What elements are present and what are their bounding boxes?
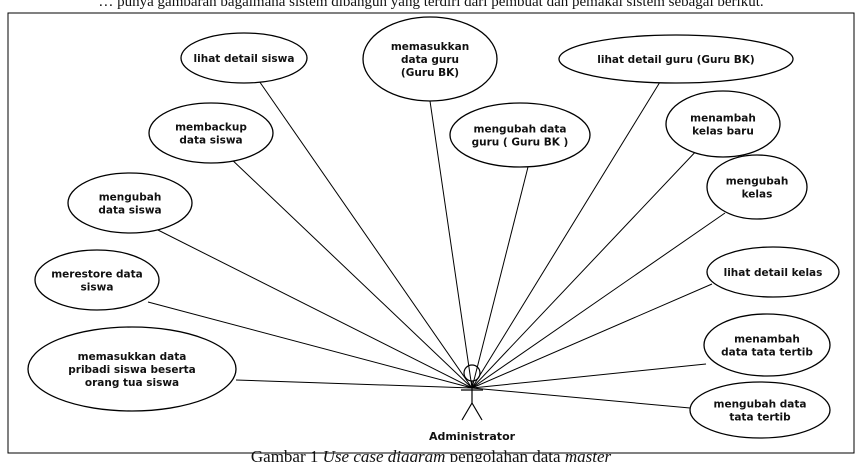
use-case-label-line: orang tua siswa	[85, 377, 179, 389]
use-case-oval	[706, 154, 808, 220]
use-case-label-line: merestore data	[51, 269, 143, 281]
use-case-oval	[34, 249, 160, 311]
use-case-oval	[180, 32, 308, 84]
use-case-label-line: guru ( Guru BK )	[472, 137, 569, 149]
figure-caption: Gambar 1 Use case diagram pengolahan dat…	[251, 447, 612, 462]
use-case-label-line: menambah	[734, 334, 800, 346]
association-mengubah-data-siswa	[147, 224, 473, 389]
caption-prefix: Gambar 1	[251, 447, 323, 462]
diagram-frame	[7, 12, 855, 454]
use-case-label-line: pribadi siswa beserta	[68, 364, 196, 376]
use-case-oval	[703, 313, 831, 377]
use-case-label: lihat detail siswa	[194, 53, 295, 65]
association-menambah-kelas-baru	[471, 146, 701, 389]
use-case-label-line: mengubah	[726, 176, 789, 188]
association-mengubah-data-guru	[471, 166, 529, 389]
use-case-oval	[362, 16, 498, 102]
use-case-oval	[558, 34, 794, 84]
actor-left-leg	[461, 402, 473, 421]
use-case-label-line: data siswa	[179, 135, 242, 147]
use-case-label-line: mengubah data	[714, 399, 807, 411]
header-text: … punya gambaran bagaimana sistem dibang…	[98, 0, 763, 10]
use-case-label-line: data tata tertib	[721, 347, 813, 359]
use-case-label-line: membackup	[175, 122, 247, 134]
use-case-label-line: siswa	[81, 282, 114, 294]
actor-label: Administrator	[429, 430, 516, 443]
use-case-lihat-detail-guru: lihat detail guru (Guru BK)	[558, 34, 794, 84]
use-case-label-line: lihat detail siswa	[194, 53, 295, 65]
caption-middle: pengolahan data	[445, 447, 564, 462]
actor-right-leg	[471, 402, 483, 421]
use-case-label-line: kelas baru	[692, 126, 754, 138]
association-membackup-data-siswa	[227, 155, 473, 389]
actor-head	[463, 364, 481, 382]
association-lihat-detail-siswa	[256, 77, 473, 389]
use-case-label-line: memasukkan data	[78, 351, 187, 363]
use-case-oval	[665, 90, 781, 158]
association-memasukkan-data-guru	[429, 100, 473, 389]
use-case-oval	[449, 102, 591, 168]
use-case-oval	[27, 326, 237, 412]
caption-italic-1: Use case diagram	[323, 447, 446, 462]
use-case-label-line: lihat detail kelas	[724, 267, 823, 279]
association-mengubah-kelas	[471, 212, 726, 389]
association-lihat-detail-guru	[471, 81, 661, 389]
use-case-label: lihat detail kelas	[724, 267, 823, 279]
use-case-label-line: menambah	[690, 113, 756, 125]
association-lihat-detail-kelas	[471, 283, 713, 389]
use-case-oval	[148, 102, 274, 164]
use-case-label-line: lihat detail guru (Guru BK)	[597, 54, 754, 66]
use-case-label-line: mengubah data	[474, 124, 567, 136]
use-case-label-line: memasukkan	[391, 41, 469, 53]
administrator-actor: Administrator	[429, 364, 516, 443]
association-mengubah-data-tata-tertib	[471, 387, 691, 409]
use-case-label-line: kelas	[742, 189, 773, 201]
association-menambah-data-tata-tertib	[471, 363, 707, 389]
association-lines	[147, 77, 726, 409]
use-case-label-line: data siswa	[98, 205, 161, 217]
use-case-label-line: (Guru BK)	[401, 67, 459, 79]
use-case-oval	[689, 381, 831, 439]
use-case-lihat-detail-siswa: lihat detail siswa	[180, 32, 308, 84]
use-case-oval	[67, 172, 193, 234]
use-case-label-line: tata tertib	[729, 412, 791, 424]
use-case-label-line: mengubah	[99, 192, 162, 204]
use-case-label: lihat detail guru (Guru BK)	[597, 54, 754, 66]
caption-italic-2: master	[565, 447, 612, 462]
use-case-oval	[706, 246, 840, 298]
use-case-lihat-detail-kelas: lihat detail kelas	[706, 246, 840, 298]
association-memasukkan-data-pribadi-siswa	[235, 379, 473, 389]
association-merestore-data-siswa	[147, 301, 473, 389]
use-case-label-line: data guru	[401, 54, 459, 66]
